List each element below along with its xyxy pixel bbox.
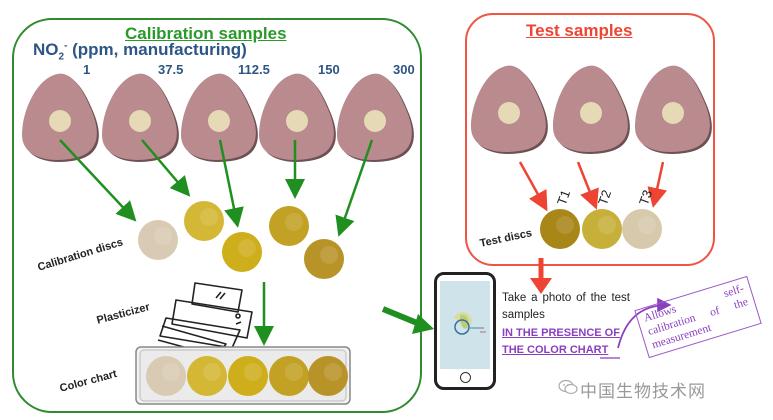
color-chart-disc bbox=[146, 356, 186, 396]
sensing-spot bbox=[286, 110, 308, 132]
tablet-sample bbox=[471, 65, 548, 154]
instruction-emphasis: IN THE PRESENCE OF THE COLOR CHART bbox=[502, 327, 620, 356]
calibration-disc bbox=[222, 232, 262, 272]
color-chart-disc bbox=[228, 356, 268, 396]
sensing-spot bbox=[662, 102, 684, 124]
sensing-spot bbox=[129, 110, 151, 132]
calibration-disc bbox=[304, 239, 344, 279]
analyte-name: NO bbox=[33, 40, 59, 59]
test-panel-frame bbox=[465, 13, 715, 266]
analyte-subscript: 2 bbox=[58, 51, 65, 63]
app-logo-icon bbox=[454, 312, 486, 335]
concentration-label: 112.5 bbox=[238, 62, 270, 77]
plasticizer-icon bbox=[157, 282, 253, 357]
test-disc bbox=[540, 209, 580, 249]
calibration-disc bbox=[138, 220, 178, 260]
green-arrow bbox=[59, 139, 137, 222]
red-arrow bbox=[576, 161, 599, 210]
calibration-title: Calibration samples bbox=[125, 24, 287, 43]
test-disc bbox=[622, 209, 662, 249]
red-arrow bbox=[647, 161, 667, 208]
calibration-disc bbox=[184, 201, 224, 241]
red-arrow bbox=[518, 161, 548, 212]
phone-home-button bbox=[460, 372, 471, 383]
concentration-label: 37.5 bbox=[158, 62, 184, 77]
green-arrow bbox=[141, 139, 191, 197]
green-arrow bbox=[218, 139, 244, 228]
sensing-spot bbox=[580, 102, 602, 124]
tablet-sample bbox=[181, 73, 258, 162]
phone-screen bbox=[440, 281, 490, 369]
tablet-sample bbox=[102, 73, 179, 162]
sensing-spot bbox=[498, 102, 520, 124]
analyte-label: NO2- (ppm, manufacturing) bbox=[33, 40, 247, 62]
color-chart-disc bbox=[308, 356, 348, 396]
calibration-disc bbox=[269, 206, 309, 246]
tablet-sample bbox=[635, 65, 712, 154]
analyte-units: (ppm, manufacturing) bbox=[67, 40, 247, 59]
calibration-panel-frame bbox=[12, 18, 422, 413]
green-arrow bbox=[335, 139, 374, 237]
concentration-label: 300 bbox=[393, 62, 415, 77]
analyte-superscript: - bbox=[64, 40, 68, 52]
concentration-label: 1 bbox=[83, 62, 91, 77]
watermark-text: 中国生物技术网 bbox=[580, 382, 706, 401]
color-chart-disc bbox=[269, 356, 309, 396]
tablet-sample bbox=[22, 73, 99, 162]
tablet-sample bbox=[553, 65, 630, 154]
test-title: Test samples bbox=[526, 21, 633, 40]
smartphone bbox=[434, 272, 496, 390]
test-disc bbox=[582, 209, 622, 249]
color-chart-disc bbox=[187, 356, 227, 396]
sensing-spot bbox=[49, 110, 71, 132]
instruction-text: Take a photo of the test samples bbox=[502, 292, 630, 321]
tablet-sample bbox=[337, 73, 414, 162]
wechat-icon bbox=[558, 379, 578, 395]
concentration-label: 150 bbox=[318, 62, 340, 77]
tablet-sample bbox=[259, 73, 336, 162]
sensing-spot bbox=[364, 110, 386, 132]
purple-curved-arrow bbox=[617, 297, 672, 349]
sensing-spot bbox=[208, 110, 230, 132]
